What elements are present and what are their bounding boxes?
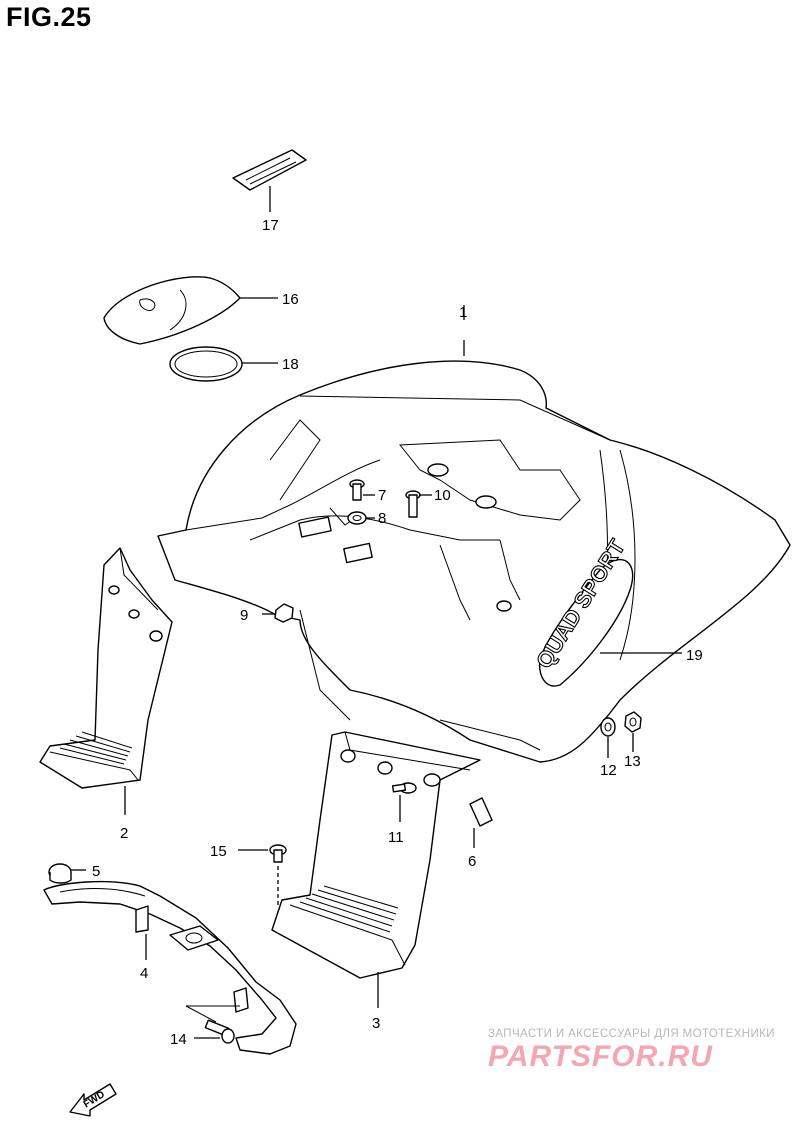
callout-17: 17 — [262, 217, 279, 234]
part-6-clip — [469, 797, 493, 848]
part-5-cap — [48, 863, 86, 884]
fwd-arrow-icon: FWD — [69, 1083, 117, 1117]
callout-4: 4 — [140, 965, 148, 982]
part-16-cushion — [103, 276, 278, 345]
callout-11: 11 — [388, 829, 404, 846]
callout-8: 8 — [378, 510, 386, 527]
part-2-left-flap — [39, 547, 173, 815]
callout-14: 14 — [170, 1031, 187, 1048]
watermark-logo: PARTSFOR.RU — [488, 1040, 713, 1073]
part-10-bolt — [405, 490, 432, 518]
figure-title: FIG.25 — [6, 2, 92, 32]
part-17-decal — [232, 149, 307, 212]
callout-15: 15 — [210, 843, 227, 860]
watermark-tagline: ЗАПЧАСТИ И АКСЕССУАРЫ ДЛЯ МОТОТЕХНИКИ — [488, 1028, 775, 1040]
part-1-rear-fender — [157, 305, 791, 763]
callout-12: 12 — [600, 762, 617, 779]
callout-10: 10 — [434, 487, 451, 504]
callout-6: 6 — [468, 853, 476, 870]
callout-9: 9 — [240, 607, 248, 624]
callout-19: 19 — [686, 647, 703, 664]
part-9-nut — [262, 603, 294, 623]
callout-1: 1 — [459, 304, 467, 321]
part-13-nut — [624, 711, 642, 752]
part-4-grab-bar — [43, 880, 297, 1055]
part-12-washer — [600, 717, 616, 758]
part-11-screw — [391, 782, 417, 822]
part-14-bolt — [194, 1019, 235, 1044]
callout-3: 3 — [372, 1015, 380, 1032]
callout-7: 7 — [378, 487, 386, 504]
callout-labels: 1 2 3 4 5 6 7 8 9 10 11 12 13 14 15 16 1… — [92, 217, 703, 1048]
callout-18: 18 — [282, 356, 299, 373]
part-18-ring — [169, 346, 278, 382]
callout-16: 16 — [282, 291, 299, 308]
callout-2: 2 — [120, 825, 128, 842]
part-8-washer — [347, 511, 375, 525]
part-15-screw — [238, 844, 287, 905]
part-3-right-flap — [271, 731, 481, 1008]
callout-13: 13 — [624, 753, 641, 770]
part-7-bolt — [349, 479, 375, 501]
callout-5: 5 — [92, 863, 100, 880]
